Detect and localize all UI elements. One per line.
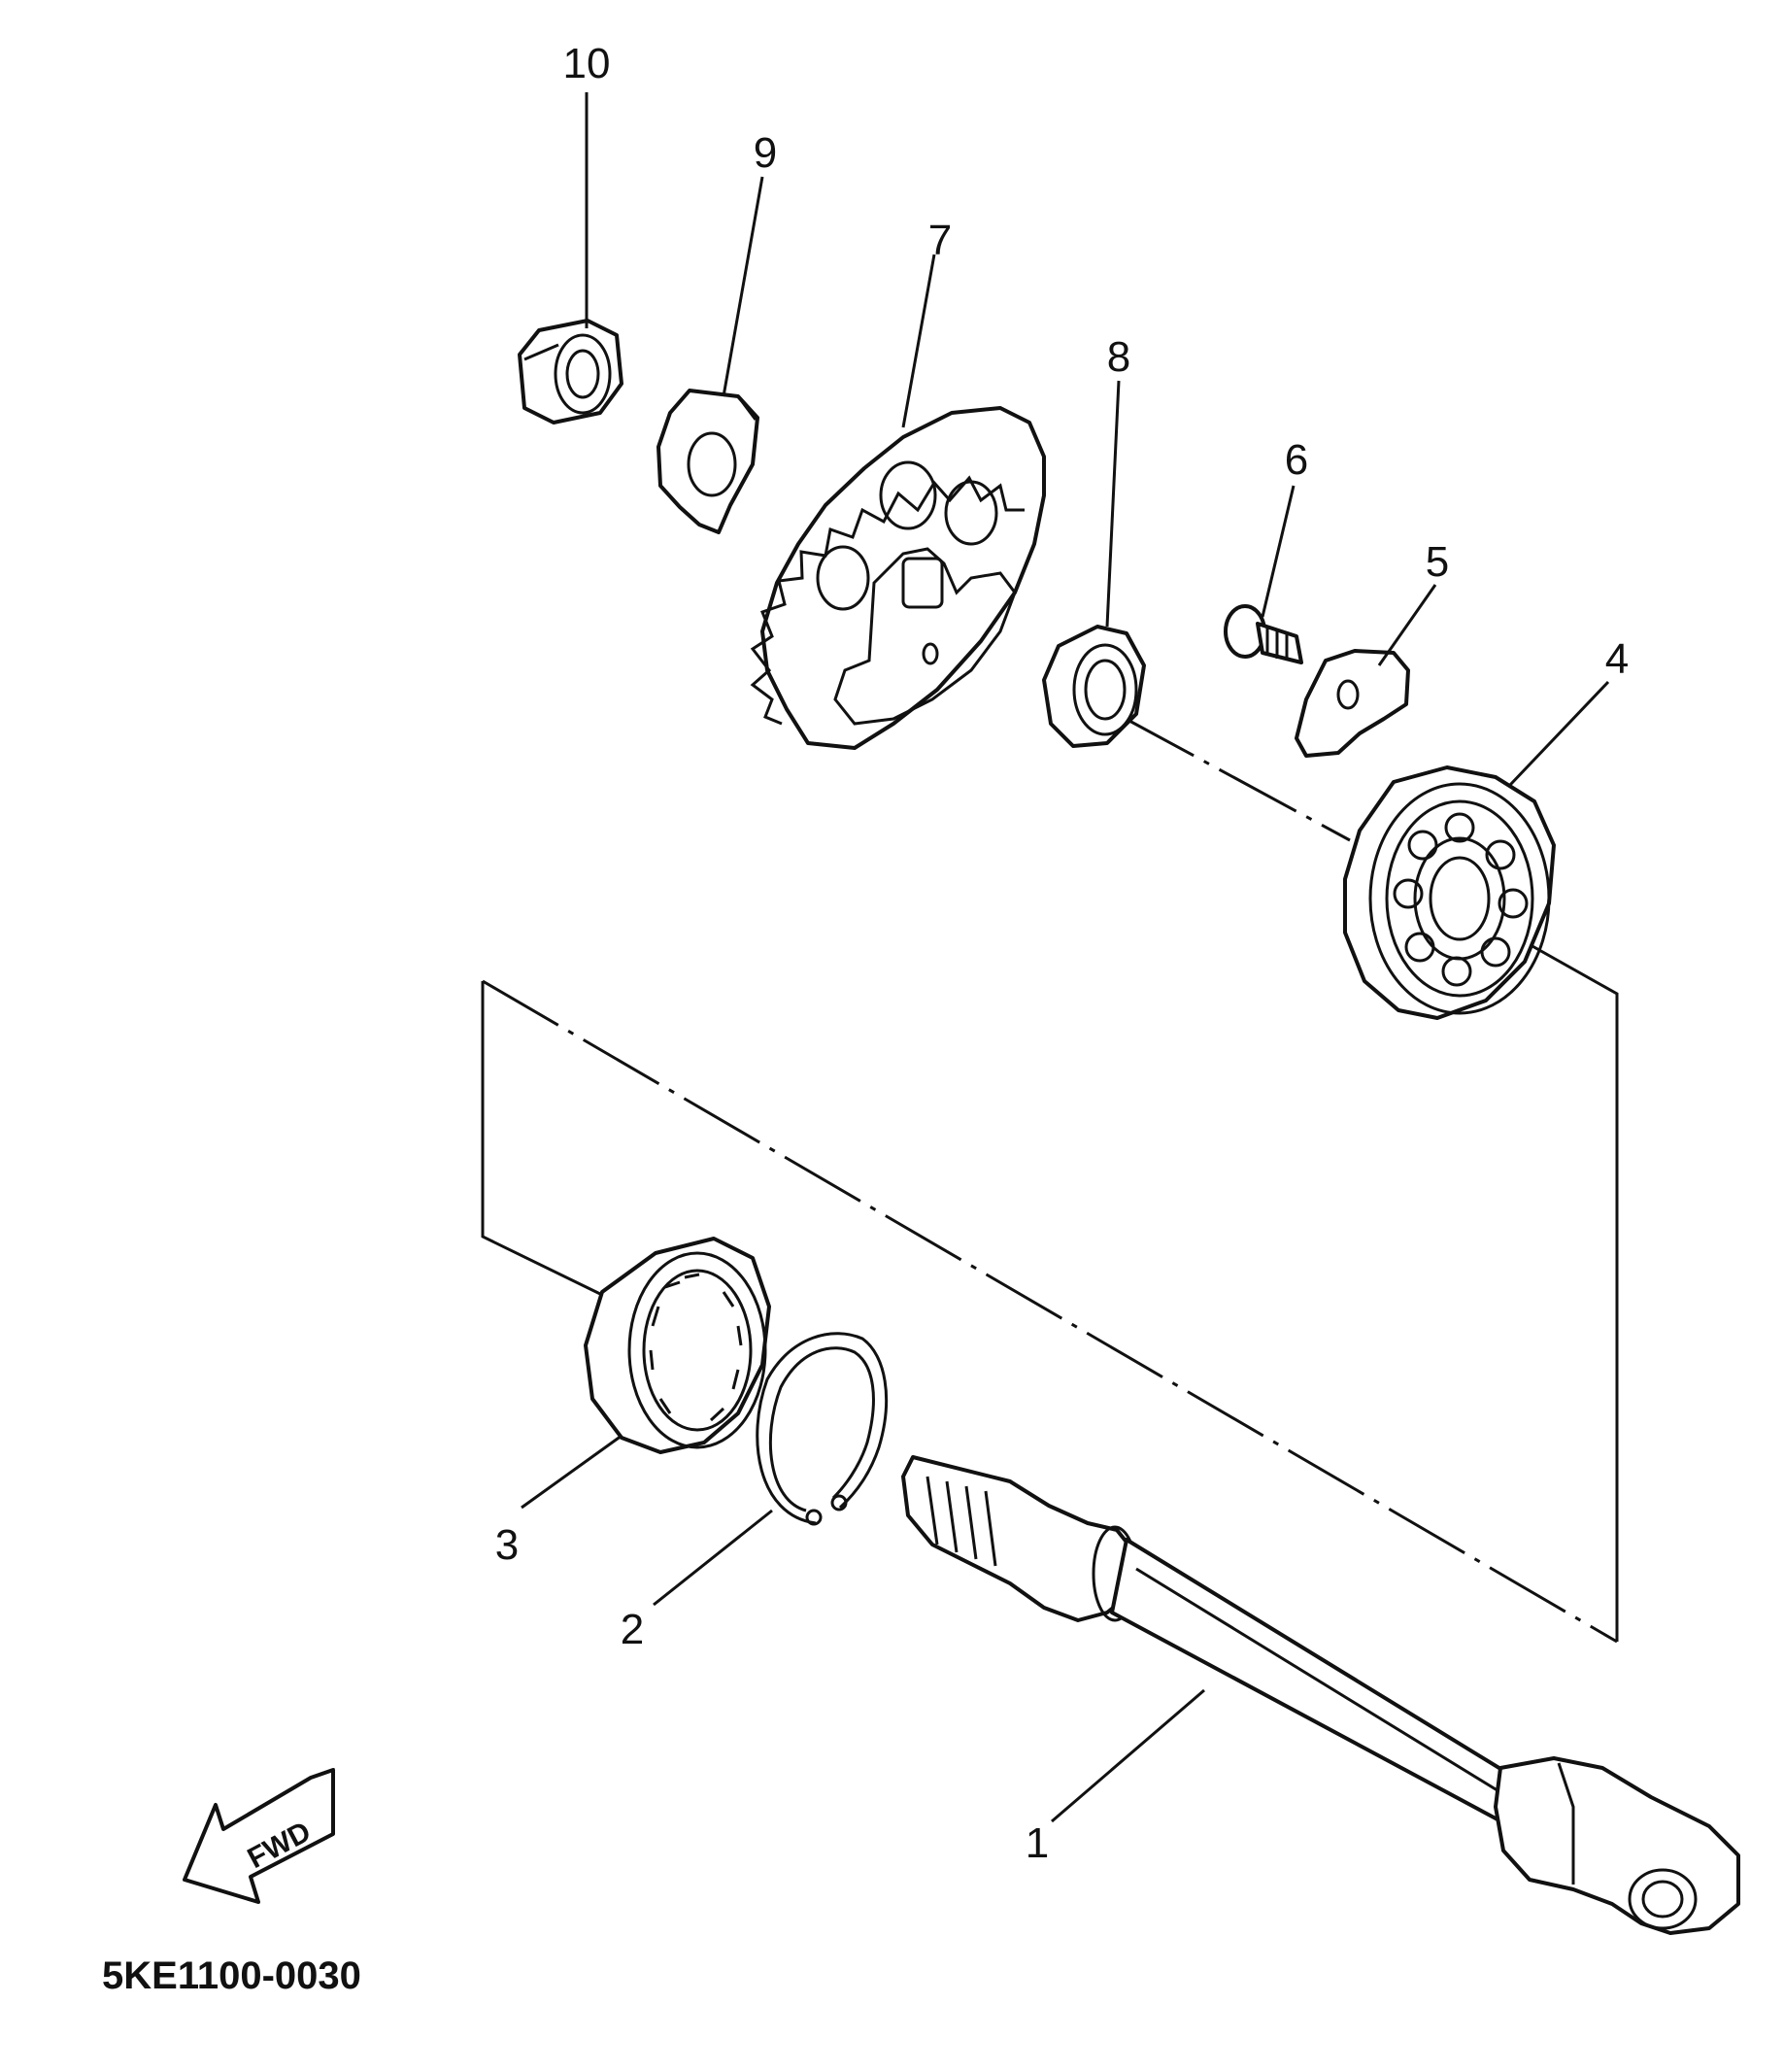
label-part-6: 6	[1285, 436, 1308, 484]
part-number-labels: 10 9 7 8 6 5 4 3 2 1	[495, 40, 1629, 1867]
label-part-1: 1	[1026, 1819, 1049, 1867]
label-part-3: 3	[495, 1521, 519, 1569]
gear-part	[750, 406, 1046, 750]
figure-code: 5KE1100-0030	[102, 1954, 361, 1997]
label-part-10: 10	[563, 40, 611, 87]
kick-shaft-part	[901, 1455, 1740, 1935]
ball-bearing-part	[1343, 765, 1556, 1020]
label-part-2: 2	[621, 1606, 644, 1653]
label-part-9: 9	[754, 129, 777, 177]
screw-part	[1224, 604, 1303, 664]
fwd-arrow: FWD	[183, 1767, 335, 1904]
circlip-part	[756, 1332, 889, 1526]
label-part-5: 5	[1426, 538, 1449, 586]
retainer-plate-part	[1295, 649, 1410, 758]
needle-bearing-part	[584, 1237, 771, 1454]
label-part-8: 8	[1107, 333, 1130, 381]
assembly-axis-lines	[481, 712, 1619, 1644]
label-part-7: 7	[928, 217, 952, 264]
nut-part	[518, 319, 623, 425]
collar-part	[1042, 625, 1146, 748]
lock-washer-part	[656, 389, 759, 534]
label-part-4: 4	[1605, 635, 1629, 683]
leader-lines	[521, 92, 1610, 1823]
